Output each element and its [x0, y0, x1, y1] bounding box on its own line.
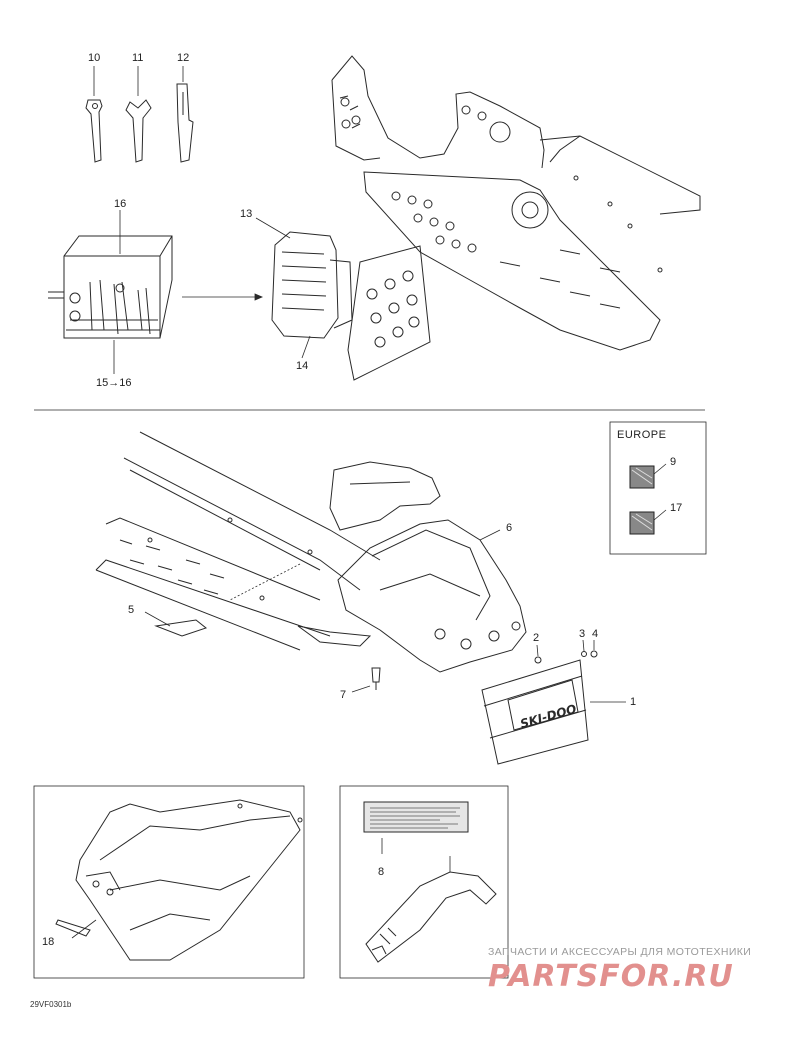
callout-17: 17 [670, 502, 683, 514]
callout-15-16: 15→16 [96, 377, 132, 389]
callout-10: 10 [88, 52, 101, 64]
warning-label-8 [363, 801, 469, 833]
callout-16: 16 [114, 198, 127, 210]
callout-7: 7 [340, 689, 347, 701]
small-fasteners-2-3-4 [534, 650, 598, 664]
wrench-tool-10 [85, 99, 103, 163]
callout-12: 12 [177, 52, 190, 64]
europe-label-17 [629, 511, 655, 535]
europe-region-label: EUROPE [617, 429, 667, 441]
belly-pan-part [75, 799, 303, 961]
watermark-brand: PARTSFOR.RU [488, 961, 788, 993]
toolkit-box-16 [48, 235, 173, 339]
callout-4: 4 [592, 628, 599, 640]
flap-decal-1: SKI-DOO [481, 659, 589, 765]
skid-guard-part [365, 871, 497, 963]
leader-lines-top [93, 66, 311, 374]
watermark: ЗАПЧАСТИ И АКСЕССУАРЫ ДЛЯ МОТОТЕХНИКИ PA… [488, 946, 788, 993]
callout-13: 13 [240, 208, 253, 220]
connector-housing-13 [271, 231, 353, 339]
watermark-brand-suffix: .RU [671, 959, 734, 994]
watermark-brand-name: PARTSFOR [488, 959, 672, 994]
mounting-plate [347, 245, 431, 381]
watermark-tagline: ЗАПЧАСТИ И АКСЕССУАРЫ ДЛЯ МОТОТЕХНИКИ [488, 946, 752, 958]
detail-box-left [33, 785, 305, 979]
leader-lines-middle [144, 463, 667, 703]
callout-5: 5 [128, 604, 135, 616]
chassis-frame [331, 55, 701, 351]
callout-2: 2 [533, 632, 540, 644]
callout-18: 18 [42, 936, 55, 948]
callout-1: 1 [630, 696, 637, 708]
bracket-tool-12 [176, 83, 194, 163]
fastener-7 [371, 667, 381, 690]
tunnel-frame [95, 431, 381, 651]
callout-14: 14 [296, 360, 309, 372]
callout-3: 3 [579, 628, 586, 640]
strip-part-18 [55, 919, 91, 937]
front-cap-part [329, 461, 441, 531]
callout-6: 6 [506, 522, 513, 534]
detail-box-right [339, 785, 509, 979]
wrench-tool-11 [125, 99, 152, 163]
callout-8: 8 [378, 866, 385, 878]
diagram-code: 29VF0301b [30, 1000, 72, 1009]
europe-panel [609, 421, 707, 555]
callout-9: 9 [670, 456, 677, 468]
leader-lines-bottom [71, 838, 451, 939]
callout-11: 11 [132, 52, 144, 64]
europe-label-9 [629, 465, 655, 489]
trim-piece-5 [154, 619, 208, 637]
nose-cone-6 [297, 519, 527, 673]
